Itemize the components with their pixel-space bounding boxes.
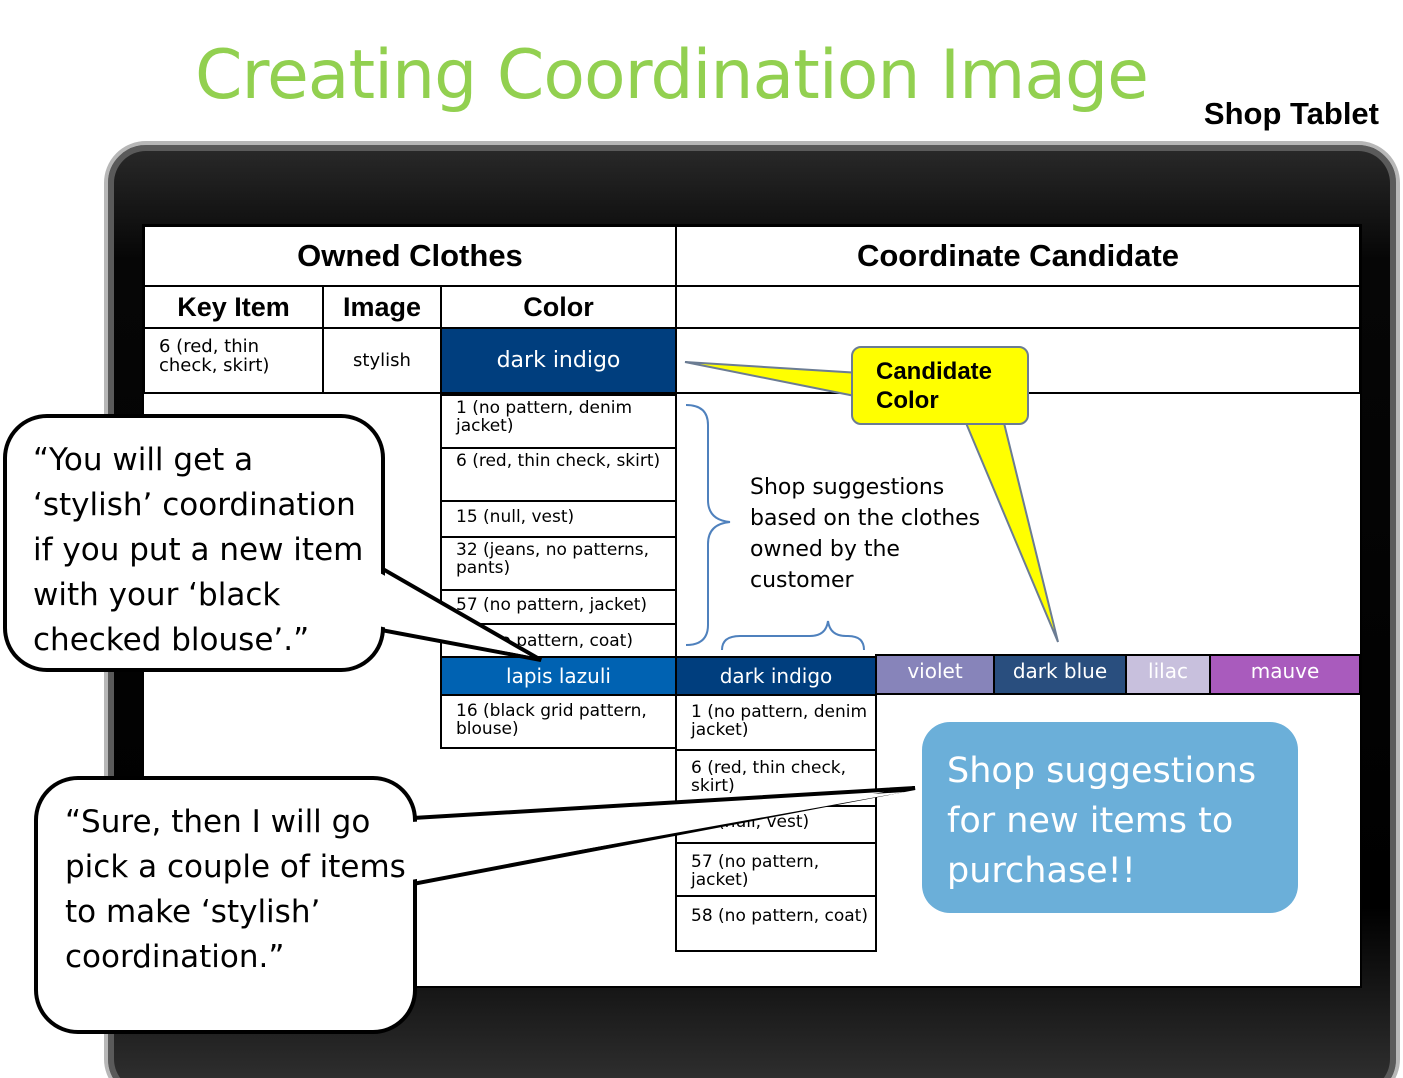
- owned-clothes-header: Owned Clothes: [143, 225, 677, 287]
- device-label: Shop Tablet: [1203, 96, 1379, 131]
- candidate-item: 1 (no pattern, denim jacket): [675, 694, 877, 751]
- candidate-color-callout: Candidate Color: [851, 346, 1029, 425]
- candidate-item: 15 (null, vest): [675, 805, 877, 844]
- owned-item: 57 (no pattern, jacket): [440, 589, 677, 625]
- coordinate-candidate-header: Coordinate Candidate: [675, 225, 1361, 287]
- owned-item: 1 (no pattern, denim jacket): [440, 394, 677, 449]
- candidate-item: 6 (red, thin check, skirt): [675, 749, 877, 807]
- owned-item: 32 (jeans, no patterns, pants): [440, 536, 677, 591]
- candidate-subheader-blank: [675, 285, 1361, 329]
- candidate-color-violet: violet: [875, 654, 995, 695]
- candidate-color-dark-indigo: dark indigo: [675, 656, 877, 696]
- color-value-dark-indigo: dark indigo: [440, 327, 677, 394]
- owned-item: 15 (null, vest): [440, 500, 677, 538]
- owned-item-blouse: 16 (black grid pattern, blouse): [440, 694, 677, 749]
- brace-annotation: Shop suggestions based on the clothes ow…: [750, 475, 981, 593]
- candidate-item: 58 (no pattern, coat): [675, 895, 877, 952]
- column-color: Color: [440, 285, 677, 329]
- page-title: Creating Coordination Image: [195, 36, 1149, 115]
- speech-bubble-customer: “Sure, then I will go pick a couple of i…: [34, 776, 417, 1034]
- color-lapis-lazuli: lapis lazuli: [440, 656, 677, 696]
- candidate-color-lilac: lilac: [1125, 654, 1211, 695]
- candidate-color-dark-blue: dark blue: [993, 654, 1127, 695]
- owned-item: 6 (red, thin check, skirt): [440, 447, 677, 502]
- speech-bubble-shop: “You will get a ‘stylish’ coordination i…: [3, 414, 385, 672]
- new-items-suggestion-box: Shop suggestions for new items to purcha…: [922, 722, 1298, 913]
- column-key-item: Key Item: [143, 285, 324, 329]
- image-value: stylish: [322, 327, 442, 394]
- key-item-value: 6 (red, thin check, skirt): [143, 327, 324, 394]
- candidate-item: 57 (no pattern, jacket): [675, 842, 877, 897]
- candidate-color-mauve: mauve: [1209, 654, 1361, 695]
- owned-item: 58 (no pattern, coat): [440, 623, 677, 659]
- column-image: Image: [322, 285, 442, 329]
